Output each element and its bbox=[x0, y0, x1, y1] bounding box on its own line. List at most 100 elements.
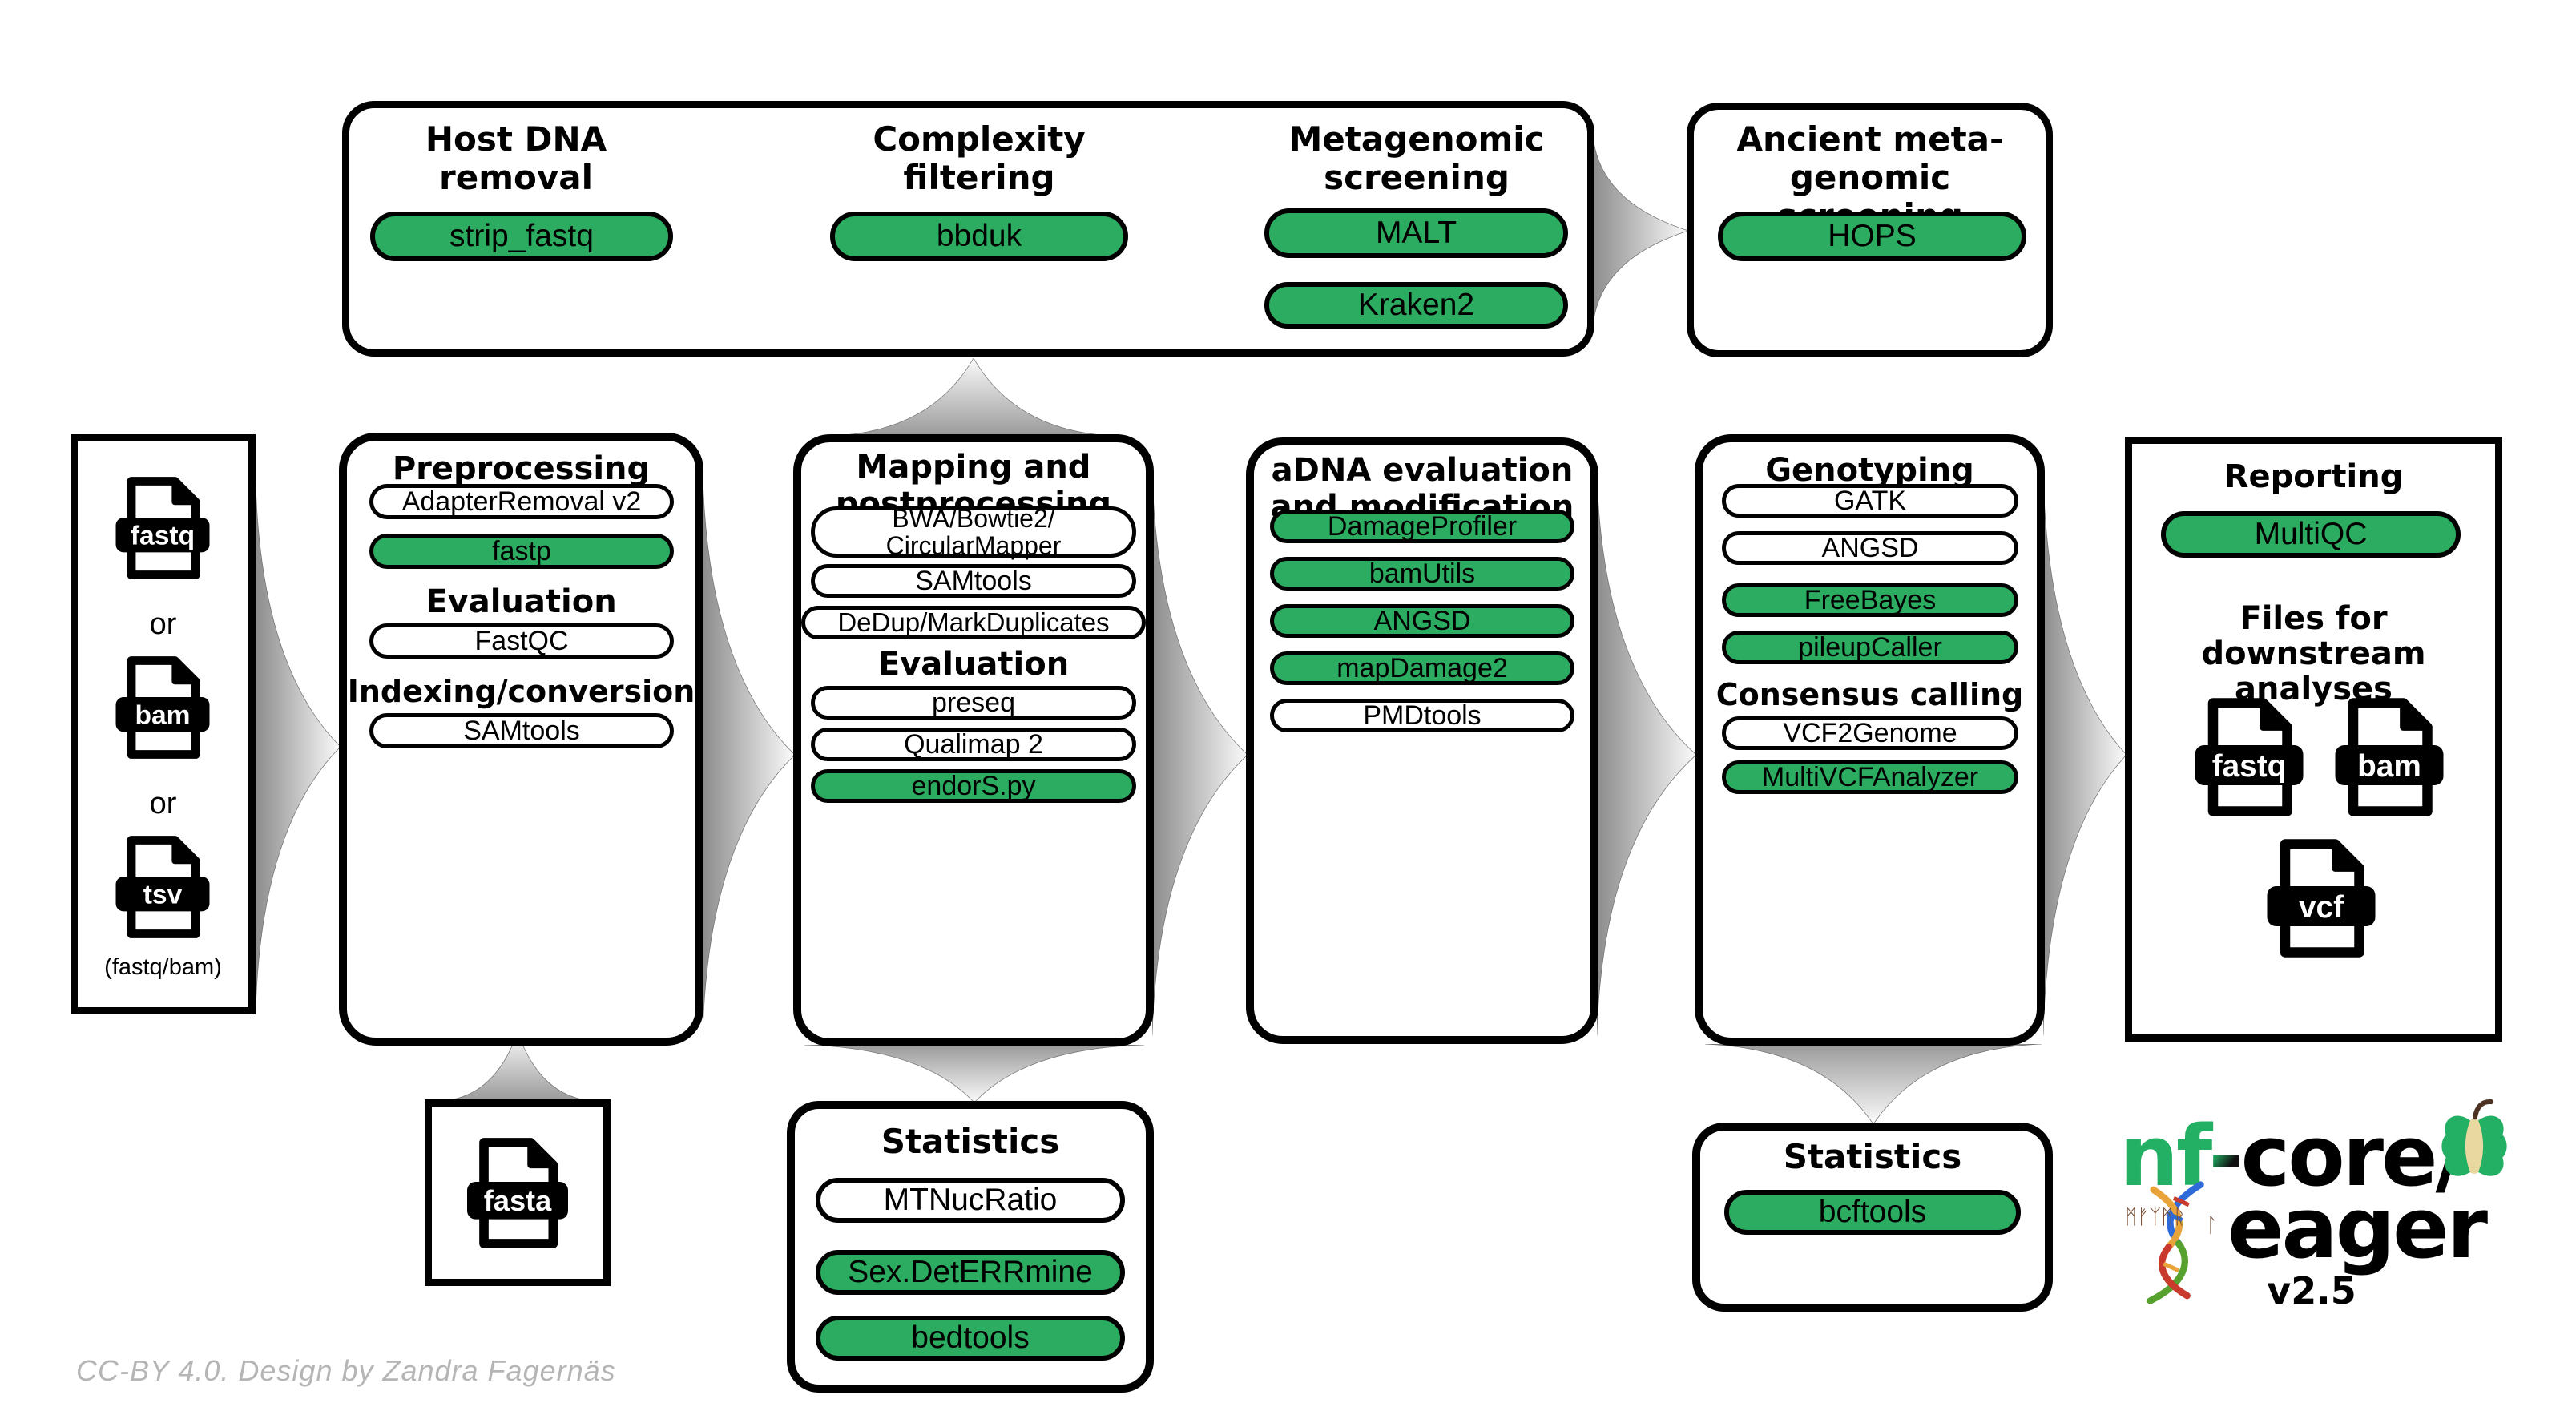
tool-pill-bedtools: bedtools bbox=[816, 1316, 1125, 1361]
vcf-output-file-icon: vcf bbox=[2267, 839, 2376, 958]
tsv-file-icon: tsv bbox=[115, 836, 210, 938]
arrow-genotyping-to-statistics bbox=[1705, 1044, 2042, 1124]
tool-label: HOPS bbox=[1828, 219, 1917, 253]
nf-core-wordmark: nf-core/ bbox=[2119, 1107, 2466, 1205]
bam-output-file-icon: bam bbox=[2335, 698, 2444, 816]
logo-rune-l-text: ᛚ bbox=[2206, 1213, 2218, 1236]
host-dna-removal-title: Host DNA removal bbox=[356, 120, 676, 197]
statistics-mapping-title: Statistics bbox=[881, 1122, 1060, 1161]
tool-label: MALT bbox=[1375, 216, 1457, 250]
or-text-2: or bbox=[149, 787, 177, 820]
tool-label: bamUtils bbox=[1369, 558, 1476, 589]
mapping-box: Mapping and postprocessing BWA/Bowtie2/ … bbox=[793, 434, 1154, 1046]
statistics-mapping-box: Statistics MTNucRatio Sex.DetERRmine bed… bbox=[787, 1101, 1154, 1393]
consensus-calling-heading: Consensus calling bbox=[1715, 677, 2024, 712]
tool-pill-samtools-preprocessing: SAMtools bbox=[369, 713, 674, 748]
tool-pill-bbduk: bbduk bbox=[830, 212, 1128, 261]
tool-label: bbduk bbox=[936, 219, 1022, 253]
arrow-mapping-to-adna bbox=[1152, 474, 1248, 1035]
tool-label: preseq bbox=[932, 687, 1015, 718]
host-dna-removal-title-line2: removal bbox=[439, 158, 593, 197]
tool-label: PMDtools bbox=[1363, 700, 1482, 731]
tool-pill-fastqc: FastQC bbox=[369, 623, 674, 659]
logo-dash: - bbox=[2208, 1107, 2243, 1205]
tool-label: FreeBayes bbox=[1804, 585, 1937, 615]
adna-box: aDNA evaluation and modification DamageP… bbox=[1246, 437, 1598, 1044]
tool-label: pileupCaller bbox=[1798, 632, 1942, 663]
tool-label: MultiQC bbox=[2254, 517, 2368, 551]
logo-runes-text: ᛗᚠᛉᛗᚱ bbox=[2125, 1205, 2186, 1228]
tool-pill-gatk: GATK bbox=[1722, 484, 2018, 518]
tool-label-line1: BWA/Bowtie2/ bbox=[892, 504, 1055, 533]
tool-pill-dedup-markduplicates: DeDup/MarkDuplicates bbox=[801, 606, 1146, 639]
tool-pill-strip-fastq: strip_fastq bbox=[370, 212, 673, 261]
tool-label: AdapterRemoval v2 bbox=[401, 486, 642, 517]
tool-pill-hops: HOPS bbox=[1718, 212, 2026, 261]
dna-helix-icon: ᛗᚠᛉᛗᚱ ᛚ bbox=[2125, 1181, 2218, 1304]
tool-pill-bamutils: bamUtils bbox=[1270, 557, 1574, 591]
arrow-genotyping-to-reporting bbox=[2043, 474, 2127, 1035]
tool-pill-kraken2: Kraken2 bbox=[1264, 282, 1568, 329]
metagenomic-screening-title-line1: Metagenomic bbox=[1288, 119, 1545, 159]
tool-pill-fastp: fastp bbox=[369, 534, 674, 569]
tool-pill-angsd-genotyping: ANGSD bbox=[1722, 531, 2018, 565]
preprocessing-title: Preprocessing bbox=[392, 450, 651, 487]
statistics-genotyping-title: Statistics bbox=[1783, 1137, 1962, 1176]
preprocessing-box: Preprocessing AdapterRemoval v2 fastp Ev… bbox=[339, 433, 703, 1046]
apple-core-icon bbox=[2441, 1099, 2507, 1176]
logo-eager-text: eager bbox=[2227, 1179, 2488, 1277]
tool-label-line2: CircularMapper bbox=[885, 531, 1062, 560]
input-files-box: fastq or bam or tsv (fastq/bam) bbox=[71, 434, 256, 1014]
arrow-preprocessing-to-mapping bbox=[703, 474, 795, 1035]
tool-pill-bcftools: bcftools bbox=[1724, 1190, 2021, 1235]
tool-pill-adapterremoval: AdapterRemoval v2 bbox=[369, 484, 674, 519]
complexity-filtering-title-line2: filtering bbox=[903, 158, 1055, 197]
tool-label: strip_fastq bbox=[449, 219, 594, 253]
genotyping-box: Genotyping GATK ANGSD FreeBayes pileupCa… bbox=[1695, 434, 2045, 1046]
metagenomic-screening-title: Metagenomic screening bbox=[1256, 120, 1577, 197]
ancient-screening-box: Ancient meta- genomic screening HOPS bbox=[1687, 103, 2053, 357]
tool-pill-malt: MALT bbox=[1264, 208, 1568, 258]
reporting-box: Reporting MultiQC Files for downstream a… bbox=[2125, 437, 2502, 1042]
mapping-title-line1: Mapping and bbox=[856, 449, 1091, 486]
file-label: fastq bbox=[2212, 749, 2287, 784]
screening-box: Host DNA removal Complexity filtering Me… bbox=[342, 101, 1594, 357]
tool-label: ANGSD bbox=[1821, 533, 1919, 563]
tool-pill-pileupcaller: pileupCaller bbox=[1722, 631, 2018, 664]
tool-pill-mapdamage2: mapDamage2 bbox=[1270, 651, 1574, 685]
tool-label: Kraken2 bbox=[1357, 288, 1475, 322]
statistics-genotyping-box: Statistics bcftools bbox=[1692, 1123, 2053, 1312]
tool-label: SAMtools bbox=[463, 716, 580, 746]
tool-pill-damageprofiler: DamageProfiler bbox=[1270, 510, 1574, 543]
tool-pill-pmdtools: PMDtools bbox=[1270, 699, 1574, 732]
arrow-mapping-to-screening bbox=[833, 358, 1114, 436]
file-label: tsv bbox=[143, 881, 183, 910]
tool-pill-multivcfanalyzer: MultiVCFAnalyzer bbox=[1722, 760, 2018, 794]
indexing-conversion-heading: Indexing/conversion bbox=[347, 674, 695, 709]
complexity-filtering-title-line1: Complexity bbox=[873, 119, 1086, 159]
tool-label: Sex.DetERRmine bbox=[848, 1255, 1093, 1289]
fasta-file-icon: fasta bbox=[467, 1138, 568, 1248]
tool-pill-angsd-adna: ANGSD bbox=[1270, 604, 1574, 638]
tool-label: VCF2Genome bbox=[1783, 718, 1957, 748]
arrow-input-to-preprocessing bbox=[256, 481, 341, 1013]
tool-label: mapDamage2 bbox=[1336, 653, 1508, 683]
tool-pill-multiqc: MultiQC bbox=[2161, 511, 2461, 558]
tool-label: bedtools bbox=[911, 1320, 1030, 1355]
tool-label: GATK bbox=[1833, 486, 1907, 516]
tool-label: FastQC bbox=[474, 626, 569, 656]
tool-pill-endors-py: endorS.py bbox=[811, 769, 1136, 803]
license-credit-text: CC-BY 4.0. Design by Zandra Fagernäs bbox=[76, 1354, 616, 1387]
tool-label: DamageProfiler bbox=[1327, 511, 1518, 542]
tool-label: DeDup/MarkDuplicates bbox=[837, 607, 1110, 637]
adna-title-line1: aDNA evaluation bbox=[1271, 452, 1574, 489]
fastq-output-file-icon: fastq bbox=[2195, 698, 2304, 816]
tool-label: ANGSD bbox=[1373, 606, 1471, 636]
ancient-screening-title-line1: Ancient meta- bbox=[1736, 119, 2004, 159]
arrow-mapping-to-statistics bbox=[804, 1045, 1144, 1103]
tool-label: Qualimap 2 bbox=[904, 729, 1043, 760]
arrow-adna-to-genotyping bbox=[1597, 474, 1696, 1035]
host-dna-removal-title-line1: Host DNA bbox=[425, 119, 607, 159]
metagenomic-screening-title-line2: screening bbox=[1324, 158, 1510, 197]
fasta-reference-box: fasta bbox=[425, 1099, 611, 1286]
